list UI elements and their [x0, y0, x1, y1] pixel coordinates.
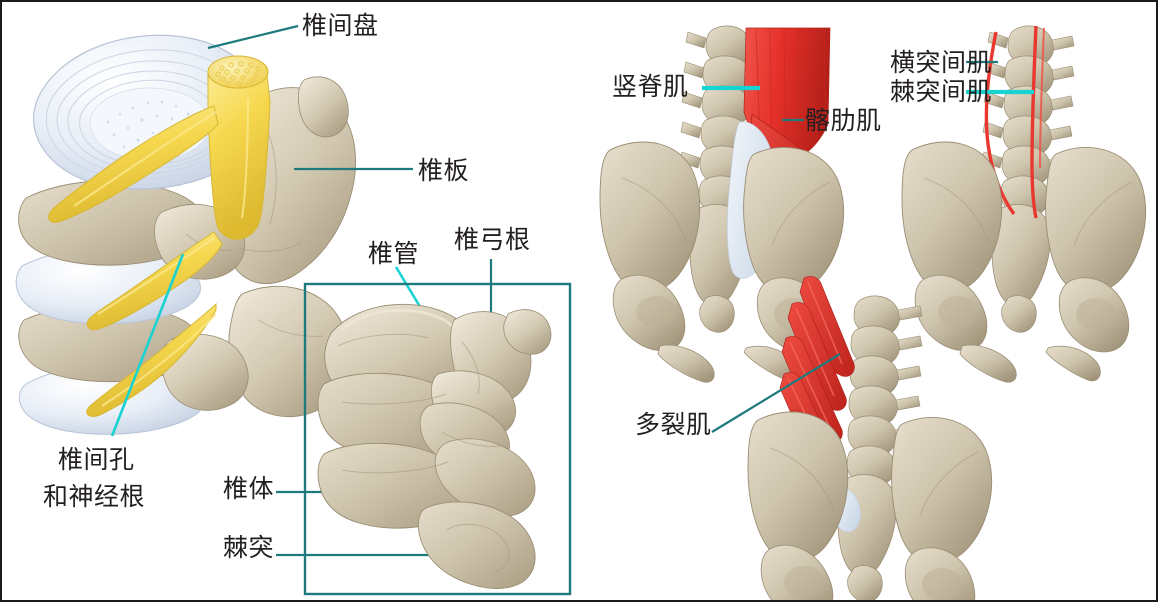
leader-line-icon — [110, 253, 185, 437]
view-multifidus — [747, 276, 993, 600]
muscle-icon — [1030, 25, 1038, 219]
leader-line-icon — [207, 24, 299, 50]
leader-line-icon — [711, 353, 841, 433]
callout-box-icon — [303, 282, 572, 596]
label-intertransversarii: 横突间肌 — [890, 50, 993, 77]
pelvis-icon — [901, 141, 1003, 293]
pelvis-icon — [599, 141, 701, 293]
label-multifidus: 多裂肌 — [635, 412, 712, 439]
lumbar-lateral-illustration — [15, 24, 572, 596]
label-erector-spinae: 竖脊肌 — [612, 74, 689, 101]
nerve-root-icon — [48, 55, 271, 417]
lumbar-muscles-illustration — [599, 25, 1147, 600]
label-foramen-line2: 和神经根 — [43, 484, 146, 511]
label-lamina: 椎板 — [418, 158, 470, 185]
label-intervertebral-disc: 椎间盘 — [302, 13, 379, 40]
vertebra-icon — [317, 303, 552, 589]
spine-stack-1 — [679, 25, 752, 333]
label-vertebral-canal: 椎管 — [368, 241, 420, 268]
muscle-icon — [984, 31, 1016, 216]
right-panel: 竖脊肌 髂肋肌 横突间肌 棘突间肌 多裂肌 — [594, 2, 1156, 600]
left-panel: 椎间盘 椎板 椎管 椎弓根 椎间孔 和神经根 椎体 棘突 — [2, 2, 594, 600]
label-iliocostalis: 髂肋肌 — [805, 108, 882, 135]
pelvis-icon — [747, 411, 849, 563]
leader-lines-right — [702, 60, 1034, 433]
label-foramen-line1: 椎间孔 — [58, 447, 135, 474]
label-vertebral-body: 椎体 — [223, 476, 275, 503]
label-interspinales: 棘突间肌 — [890, 79, 993, 106]
label-pedicle: 椎弓根 — [454, 227, 531, 254]
view-intertransversarii — [901, 25, 1147, 383]
label-spinous-process: 棘突 — [223, 535, 275, 562]
